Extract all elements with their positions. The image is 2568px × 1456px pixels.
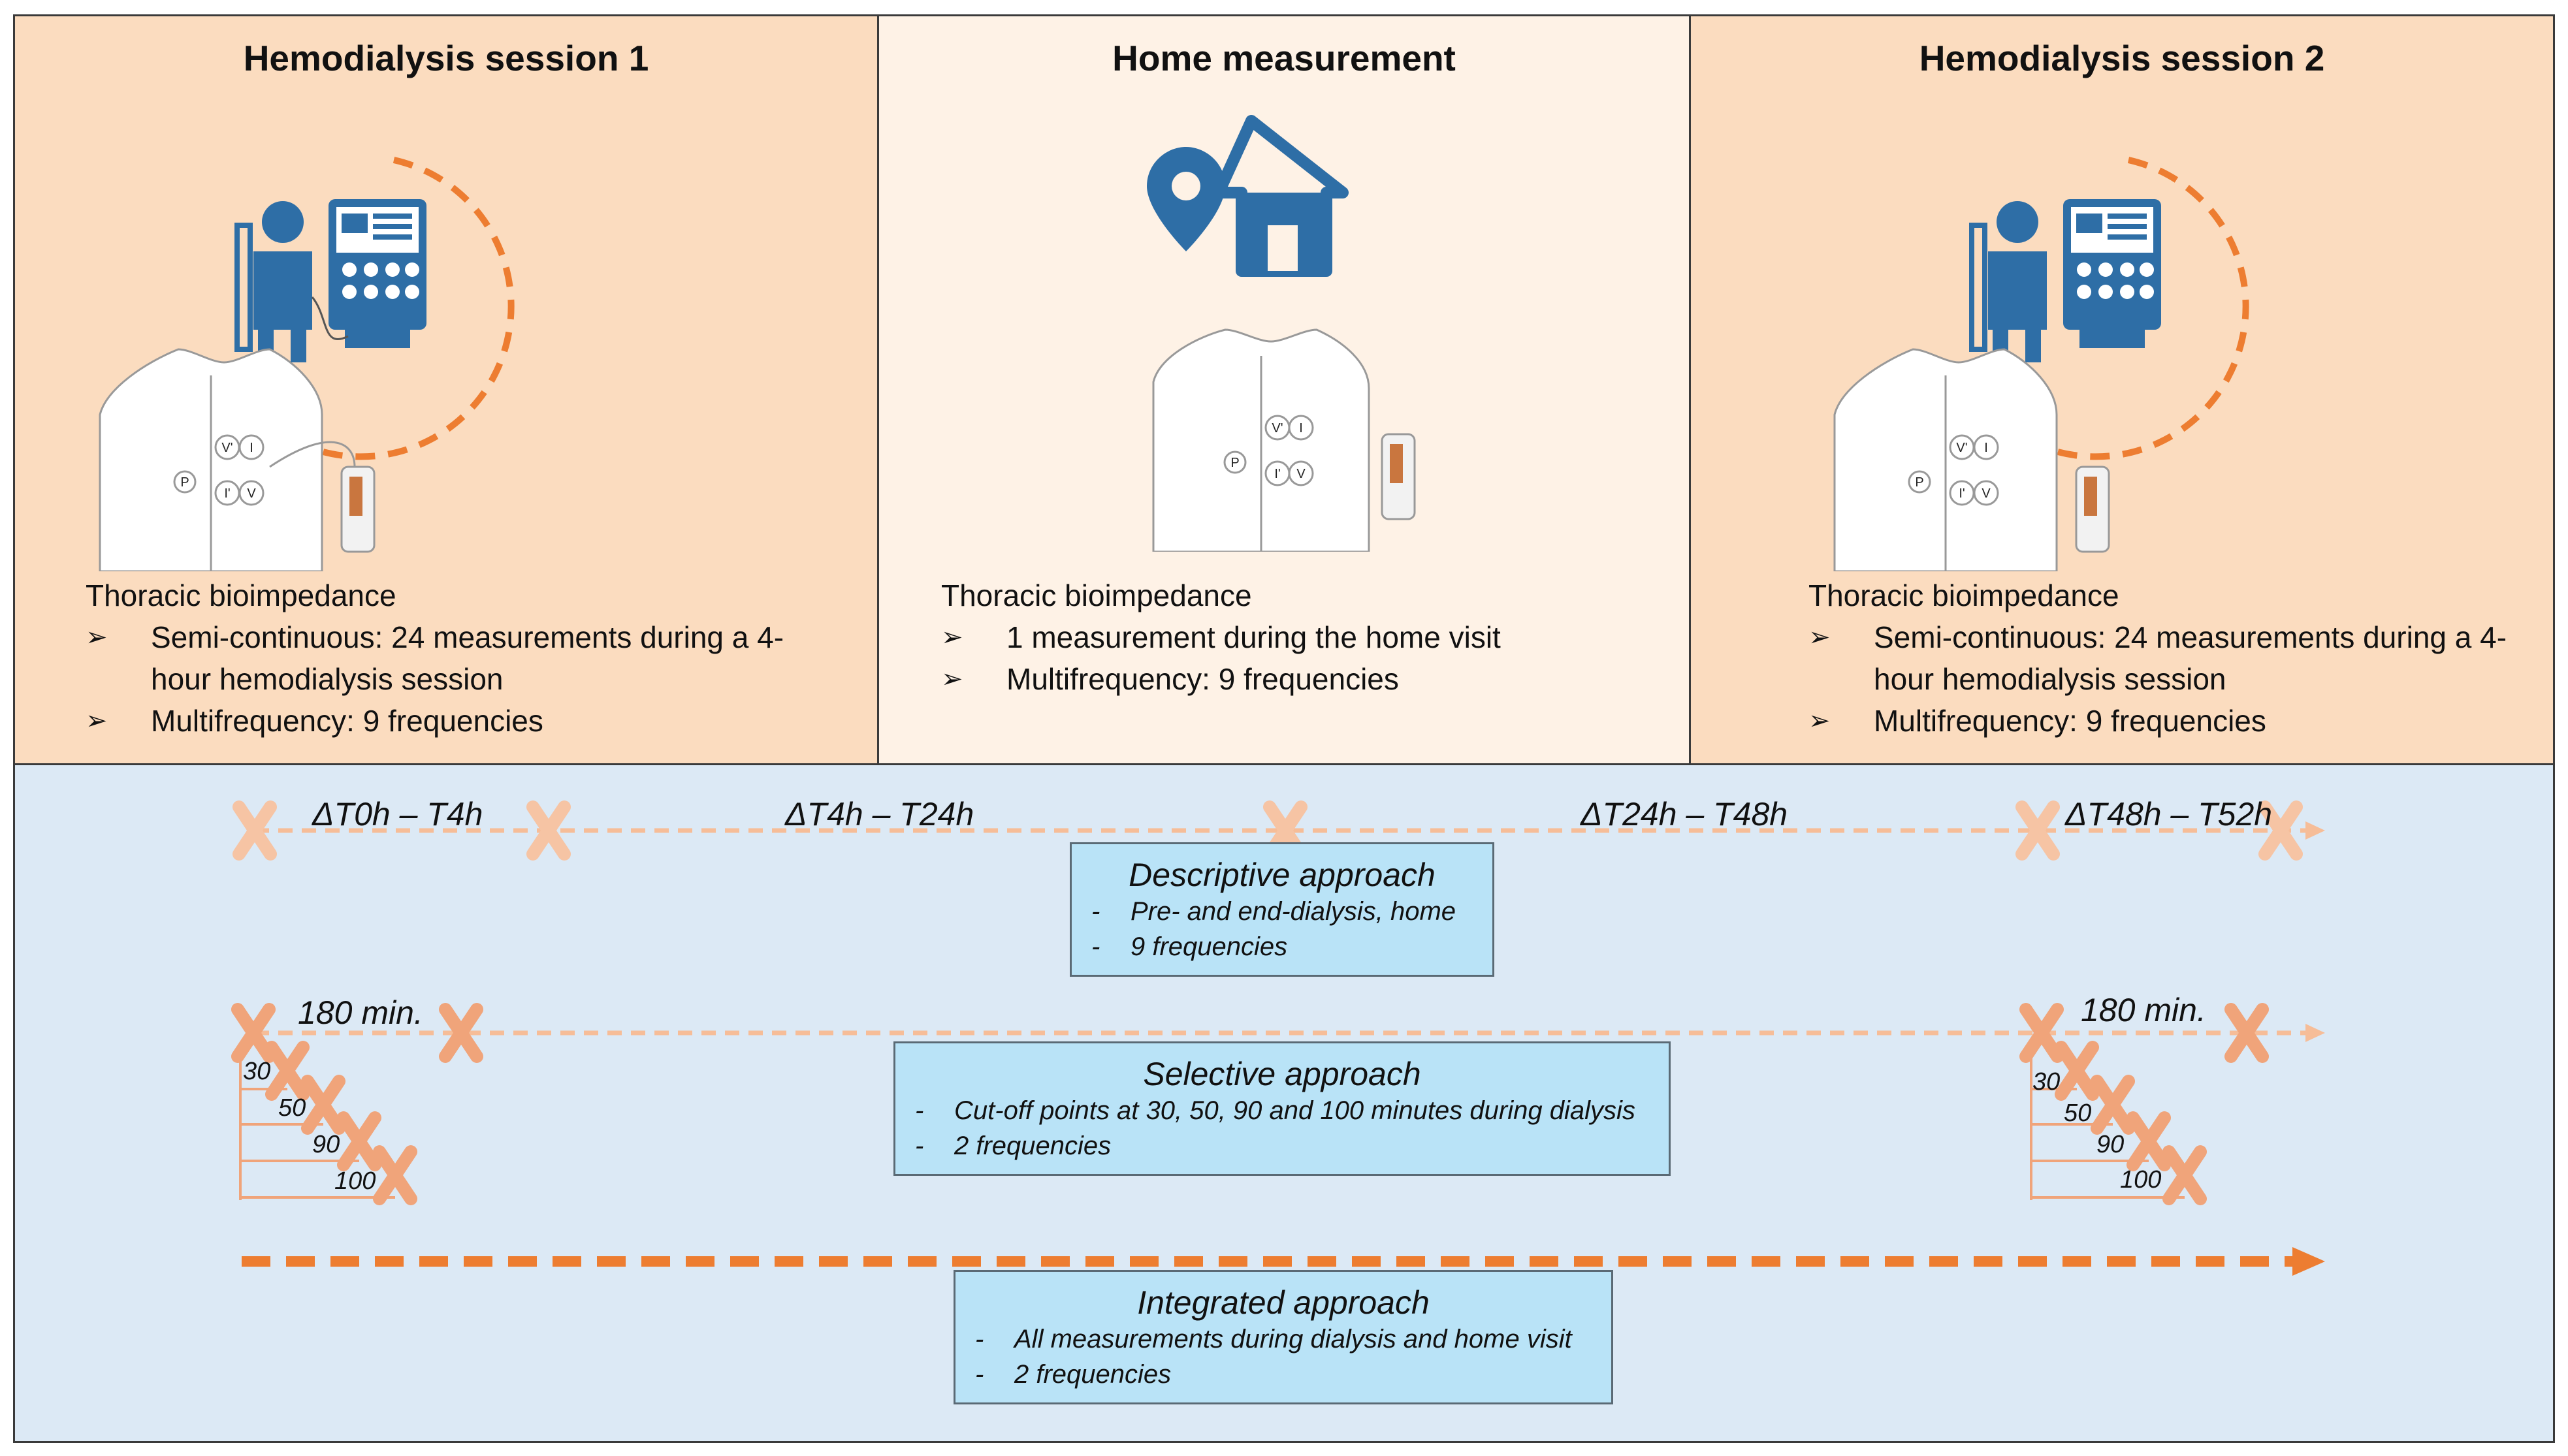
torso-electrodes-figure [99, 348, 376, 571]
panel-title: Hemodialysis session 2 [1919, 38, 2325, 78]
duration-label: 180 min. [2081, 992, 2206, 1028]
panel-description: Thoracic bioimpedance 1 measurement duri… [941, 575, 1660, 700]
cutoff-marker [2061, 1047, 2093, 1094]
duration-label: 180 min. [298, 994, 423, 1031]
interval-label: ΔT4h – T24h [785, 796, 974, 832]
cutoff-label: 30 [2032, 1068, 2061, 1096]
hemodialysis-illustration: V' I I' V P [99, 157, 515, 571]
approach-title: Integrated approach [1137, 1284, 1430, 1321]
interval-label: ΔT48h – T52h [2065, 796, 2273, 832]
panel-bullet: Semi-continuous: 24 measurements during … [1808, 616, 2540, 700]
patient-icon [1969, 201, 2047, 362]
approach-title: Descriptive approach [1129, 857, 1436, 893]
electrode-i-prime: I' [1274, 467, 1280, 481]
electrode-i-prime: I' [224, 486, 230, 501]
approach-item: Cut-off points at 30, 50, 90 and 100 min… [895, 1093, 1669, 1128]
electrode-p: P [1915, 475, 1923, 490]
electrode-v: V [247, 486, 256, 501]
electrode-i-prime: I' [1959, 486, 1965, 501]
patient-icon [234, 201, 349, 362]
selective-approach-box: Selective approach Cut-off points at 30,… [893, 1041, 1671, 1176]
panel-bullet: Semi-continuous: 24 measurements during … [86, 616, 830, 700]
panel-hemodialysis-2: Hemodialysis session 2 [1689, 14, 2555, 765]
electrode-i: I [1984, 441, 1988, 455]
cutoff-label: 90 [2096, 1131, 2125, 1158]
cutoff-label: 100 [334, 1167, 376, 1195]
cutoff-label: 50 [2064, 1100, 2092, 1127]
electrode-p: P [1230, 456, 1239, 470]
electrode-v: V [1982, 486, 1991, 501]
torso-electrodes-figure [1833, 348, 2110, 571]
panel-description: Thoracic bioimpedance Semi-continuous: 2… [86, 575, 830, 742]
cutoff-label: 50 [278, 1094, 306, 1122]
electrode-v-prime: V' [1956, 441, 1967, 455]
integrated-approach-box: Integrated approach All measurements dur… [954, 1270, 1613, 1404]
home-illustration: V' I I' V P [1147, 115, 1416, 552]
panel-bullet: Multifrequency: 9 frequencies [941, 658, 1660, 700]
descriptive-approach-box: Descriptive approach Pre- and end-dialys… [1070, 842, 1494, 977]
approach-item: Pre- and end-dialysis, home [1072, 894, 1492, 929]
electrode-v-prime: V' [221, 441, 233, 455]
electrode-v: V [1296, 467, 1306, 481]
cutoff-marker [379, 1152, 411, 1199]
cutoff-marker [344, 1118, 375, 1165]
panel-description: Thoracic bioimpedance Semi-continuous: 2… [1808, 575, 2540, 742]
selective-timeline-arrow [255, 1024, 2325, 1042]
electrode-p: P [180, 475, 189, 490]
cutoff-label: 30 [243, 1058, 271, 1085]
electrode-i: I [1299, 421, 1303, 435]
panel-home-measurement: Home measurement V' I I' [877, 14, 1691, 765]
panel-hemodialysis-1: Hemodialysis session 1 [13, 14, 879, 765]
panel-bullet: Multifrequency: 9 frequencies [86, 700, 830, 742]
cutoff-marker [2097, 1081, 2128, 1128]
approach-item: All measurements during dialysis and hom… [955, 1321, 1611, 1357]
torso-electrodes-figure [1152, 328, 1416, 552]
panel-heading: Thoracic bioimpedance [941, 578, 1252, 612]
cutoff-label: 90 [312, 1131, 340, 1158]
panel-bullet: 1 measurement during the home visit [941, 616, 1660, 658]
hemodialysis-illustration: V' I I' V P [1833, 157, 2249, 571]
home-location-icon [1147, 115, 1349, 277]
panel-heading: Thoracic bioimpedance [86, 578, 396, 612]
cutoff-label: 100 [2120, 1166, 2162, 1194]
approach-title: Selective approach [1143, 1056, 1421, 1092]
cutoff-marker [272, 1047, 303, 1094]
panel-title: Hemodialysis session 1 [243, 38, 649, 78]
cutoff-marker [2133, 1118, 2164, 1165]
electrode-v-prime: V' [1272, 421, 1283, 435]
interval-label: ΔT24h – T48h [1581, 796, 1788, 832]
approach-item: 2 frequencies [955, 1357, 1611, 1392]
panel-bullet: Multifrequency: 9 frequencies [1808, 700, 2540, 742]
approach-item: 2 frequencies [895, 1128, 1669, 1163]
approach-item: 9 frequencies [1072, 929, 1492, 964]
integrated-timeline-arrow [242, 1247, 2325, 1276]
dialysis-machine-icon [329, 199, 426, 348]
cutoff-bracket-session-1 [239, 1054, 395, 1200]
panel-heading: Thoracic bioimpedance [1808, 578, 2119, 612]
interval-label: ΔT0h – T4h [312, 796, 483, 832]
electrode-i: I [249, 441, 253, 455]
cutoff-marker [308, 1081, 339, 1128]
cutoff-marker [2169, 1152, 2200, 1199]
dialysis-machine-icon [2063, 199, 2161, 348]
panel-title: Home measurement [1112, 38, 1456, 78]
